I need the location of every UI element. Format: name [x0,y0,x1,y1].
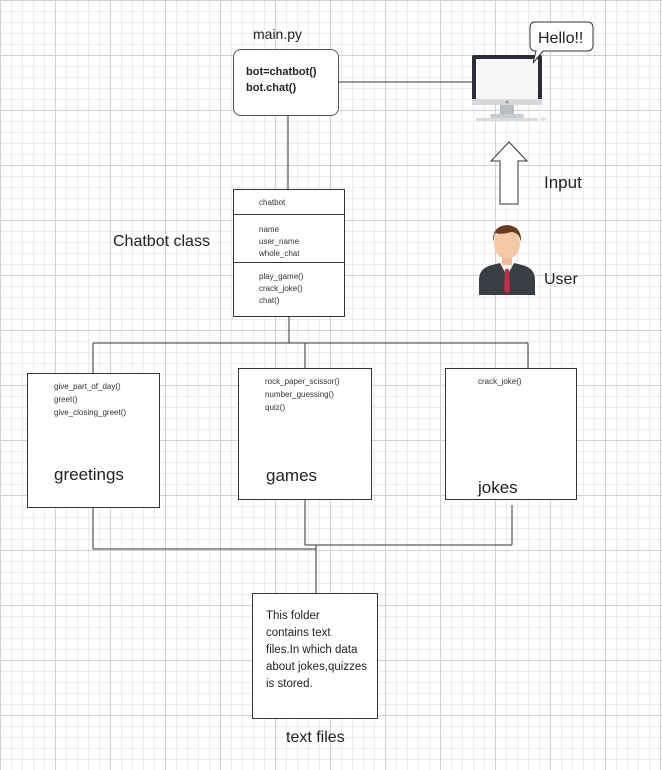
method-give-part-of-day: give_part_of_day() [54,382,121,391]
speech-bubble-text: Hello!! [538,30,584,47]
method-rock-paper-scissor: rock_paper_scissor() [265,377,340,386]
method-play-game: play_game() [259,272,304,281]
jokes-module-box: crack_joke() jokes [445,368,577,500]
games-label: games [266,466,318,485]
text-files-line: about jokes,quizzes [266,661,368,673]
chatbot-class-name: chatbot [259,198,286,207]
text-files-label: text files [286,729,345,746]
text-files-line: files.In which data [266,644,358,656]
method-greet: greet() [54,395,78,404]
user-label: User [544,271,578,288]
computer-monitor-icon [470,50,550,125]
method-number-guessing: number_guessing() [265,390,334,399]
divider [234,214,344,215]
attribute-user-name: user_name [259,237,300,246]
input-label: Input [544,173,582,192]
text-files-description: This folder contains text files.In which… [266,608,367,693]
greetings-label: greetings [54,465,124,484]
method-quiz: quiz() [265,403,286,412]
attribute-whole-chat: whole_chat [259,249,300,258]
text-files-line: contains text [266,627,331,639]
main-py-box: bot=chatbot() bot.chat() [233,49,339,116]
method-chat: chat() [259,296,280,305]
text-files-line: is stored. [266,678,313,690]
method-crack-joke: crack_joke() [259,284,303,293]
games-module-box: rock_paper_scissor() number_guessing() q… [238,368,372,500]
greetings-module-box: give_part_of_day() greet() give_closing_… [27,373,160,508]
method-crack-joke: crack_joke() [478,377,522,386]
divider [234,262,344,263]
user-avatar-icon [478,220,536,296]
method-give-closing-greet: give_closing_greet() [54,408,127,417]
main-py-line-2: bot.chat() [246,82,297,94]
jokes-label: jokes [478,478,518,497]
attribute-name: name [259,225,280,234]
speech-bubble [527,21,597,69]
main-py-title: main.py [253,26,303,42]
chatbot-class-caption: Chatbot class [113,233,210,250]
text-files-box: This folder contains text files.In which… [252,593,378,719]
chatbot-class-box: chatbot name user_name whole_chat play_g… [233,189,345,317]
up-arrow-icon [489,141,529,205]
main-py-line-1: bot=chatbot() [246,66,317,78]
text-files-line: This folder [266,610,320,622]
